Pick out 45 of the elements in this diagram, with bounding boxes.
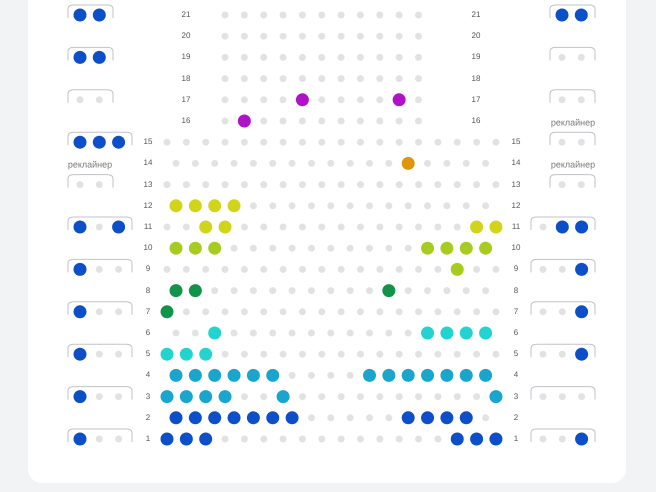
row-number: 12 xyxy=(144,202,152,210)
row-number: 14 xyxy=(144,159,152,168)
row-number: 4 xyxy=(146,371,150,380)
row-number: 1 xyxy=(514,435,518,443)
row-number: 8 xyxy=(514,286,518,295)
row-number: 8 xyxy=(146,286,150,295)
row-number: 7 xyxy=(514,308,518,316)
seat-type-label: реклайнер xyxy=(550,160,596,170)
row-number: 3 xyxy=(514,392,518,401)
row-number: 5 xyxy=(146,350,150,358)
row-number: 4 xyxy=(514,371,518,380)
row-number: 9 xyxy=(146,265,150,274)
row-number: 5 xyxy=(514,350,518,358)
row-number: 9 xyxy=(514,265,518,274)
row-number: 6 xyxy=(514,329,518,337)
row-number: 11 xyxy=(144,223,152,231)
row-number: 2 xyxy=(146,414,150,422)
row-number: 17 xyxy=(182,96,190,104)
row-number: 16 xyxy=(472,117,480,125)
row-number: 20 xyxy=(182,32,190,40)
row-number: 18 xyxy=(182,74,190,83)
row-number: 19 xyxy=(472,53,480,62)
seat-type-label: реклайнер xyxy=(550,118,596,128)
row-number: 10 xyxy=(144,244,152,252)
row-number: 7 xyxy=(146,308,150,316)
row-number: 2 xyxy=(514,414,518,422)
row-number: 21 xyxy=(182,11,190,19)
row-number: 1 xyxy=(146,435,150,443)
row-number: 13 xyxy=(144,180,152,189)
row-number: 18 xyxy=(472,74,480,83)
row-number: 13 xyxy=(512,180,520,189)
seat-type-label: реклайнер xyxy=(68,160,112,170)
row-number: 20 xyxy=(472,32,480,40)
row-number: 11 xyxy=(512,223,520,231)
row-number: 3 xyxy=(146,392,150,401)
row-number: 16 xyxy=(182,117,190,125)
row-number: 12 xyxy=(512,202,520,210)
row-number: 17 xyxy=(472,96,480,104)
row-number: 14 xyxy=(512,159,520,168)
row-number: 15 xyxy=(512,138,520,146)
row-number: 10 xyxy=(512,244,520,252)
row-number: 19 xyxy=(182,53,190,62)
row-number: 6 xyxy=(146,329,150,337)
row-number: 15 xyxy=(144,138,152,146)
row-number: 21 xyxy=(472,11,480,19)
